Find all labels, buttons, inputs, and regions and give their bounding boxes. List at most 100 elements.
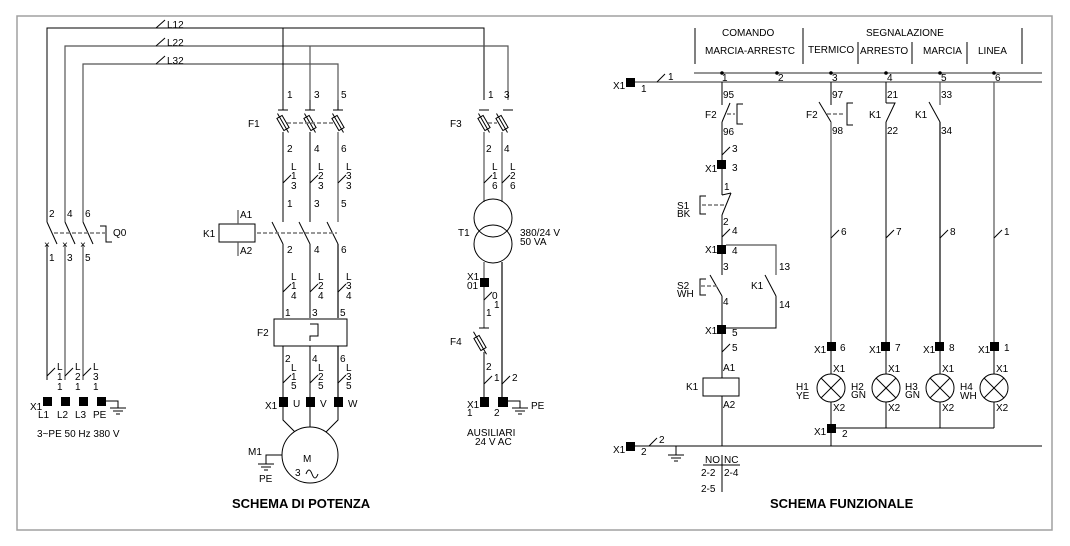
bus-label: L32 [167, 56, 184, 67]
label: L [318, 272, 324, 283]
wire-segment [298, 221, 311, 245]
terminal[interactable] [43, 397, 52, 406]
terminal[interactable] [990, 342, 999, 351]
label: 1 [722, 73, 728, 84]
lamp-h4[interactable]: X1 X2 H4 WH [960, 364, 1009, 414]
label: 1 [75, 382, 81, 393]
wire-segment [721, 102, 731, 123]
label: 5 [732, 343, 738, 354]
label: WH [960, 391, 977, 402]
indicator-lamps: X1 X2 H1 YE X1 X2 H2 GN X1 X2 H3 GN [796, 364, 1009, 414]
label: X1 [869, 345, 882, 356]
terminal[interactable] [334, 397, 343, 407]
symbol-circle [829, 71, 833, 75]
stop-button-s1[interactable]: S1 BK [677, 192, 732, 220]
label: PE [93, 410, 107, 421]
terminal[interactable] [279, 397, 288, 407]
label: 3 [504, 90, 510, 101]
contact-reference-table: NO NC 2-2 2-4 2-5 [701, 455, 740, 495]
wire-segment [726, 296, 777, 329]
terminal[interactable] [626, 442, 635, 451]
wire-segment [983, 377, 1005, 399]
terminal[interactable] [717, 325, 726, 334]
label: 5 [941, 73, 947, 84]
label: L [492, 162, 498, 173]
terminal[interactable] [881, 342, 890, 351]
terminal[interactable] [717, 160, 726, 169]
label: A1 [240, 210, 253, 221]
wire-segment [309, 283, 319, 293]
label: 98 [832, 126, 844, 137]
wire-segment [46, 367, 56, 377]
label: 2-4 [724, 468, 739, 479]
label: X2 [996, 403, 1009, 414]
start-button-s2[interactable]: S2 WH [677, 274, 723, 300]
label: NC [724, 455, 738, 466]
terminal[interactable] [306, 397, 315, 407]
f2-no-contact[interactable]: F2 [806, 101, 853, 126]
label: 2 [512, 373, 518, 384]
terminal[interactable] [827, 342, 836, 351]
terminal[interactable] [97, 397, 106, 406]
terminal[interactable] [480, 397, 489, 407]
fuse-label: F3 [450, 119, 462, 130]
k1-nc-contact[interactable]: K1 [869, 102, 896, 123]
wire-segment [325, 407, 339, 433]
label: X2 [888, 403, 901, 414]
header-column: ARRESTO [860, 46, 908, 57]
lamp-h1[interactable]: X1 X2 H1 YE [796, 364, 846, 414]
fuse-f4[interactable]: F4 [450, 330, 489, 356]
header-column: LINEA [978, 46, 1007, 57]
motor-m1[interactable]: M 3 M1 PE [248, 426, 339, 485]
wire-segment [508, 400, 521, 408]
wire-segment [337, 374, 347, 384]
label: A2 [240, 246, 253, 257]
wire-segment [721, 192, 732, 196]
header-group: COMANDO [722, 28, 774, 39]
label: BK [677, 209, 691, 220]
label: T1 [458, 228, 470, 239]
label: L [318, 162, 324, 173]
terminal[interactable] [935, 342, 944, 351]
label: 1 [494, 300, 500, 311]
lamp-h3[interactable]: X1 X2 H3 GN [905, 364, 955, 414]
k1-no-contact[interactable]: K1 [915, 101, 941, 123]
terminal[interactable] [498, 397, 508, 407]
label: L [291, 272, 297, 283]
label: 2 [318, 372, 324, 383]
supply-terminals: X1 L1 L2 L3 PE 3~PE 50 Hz 380 V [30, 397, 126, 440]
label: X1 [265, 401, 278, 412]
functional-schematic-title: SCHEMA FUNZIONALE [770, 496, 914, 511]
label: X1 [814, 345, 827, 356]
lamp-h2[interactable]: X1 X2 H2 GN [851, 364, 901, 414]
wire-segment [277, 113, 289, 133]
terminal[interactable] [61, 397, 70, 406]
terminal[interactable] [480, 278, 489, 287]
k1-coil[interactable] [218, 223, 256, 243]
label: 1 [285, 308, 291, 319]
label: 1 [724, 182, 730, 193]
label: 4 [732, 226, 738, 237]
label: F4 [450, 337, 462, 348]
wire-segment [332, 113, 344, 133]
label: X1 [833, 364, 846, 375]
k1-hold-contact[interactable]: 13 K1 14 [751, 262, 791, 311]
symbol-circle [473, 224, 513, 264]
label: X1 [613, 81, 626, 92]
label: 5 [318, 381, 324, 392]
terminal[interactable] [626, 78, 635, 87]
label: 97 [832, 90, 844, 101]
switch-q0[interactable]: 2 4 6 Q0 ××× 1 3 5 [40, 209, 127, 264]
k1-coil[interactable] [702, 377, 740, 397]
transformer-t1[interactable]: T1 380/24 V 50 VA [458, 198, 560, 264]
terminal[interactable] [717, 245, 726, 254]
f2-nc-contact[interactable]: F2 [705, 102, 743, 125]
terminal[interactable] [79, 397, 88, 406]
label: L [510, 162, 516, 173]
terminal[interactable] [827, 424, 836, 433]
label: 8 [949, 343, 955, 354]
label: X1 [613, 445, 626, 456]
